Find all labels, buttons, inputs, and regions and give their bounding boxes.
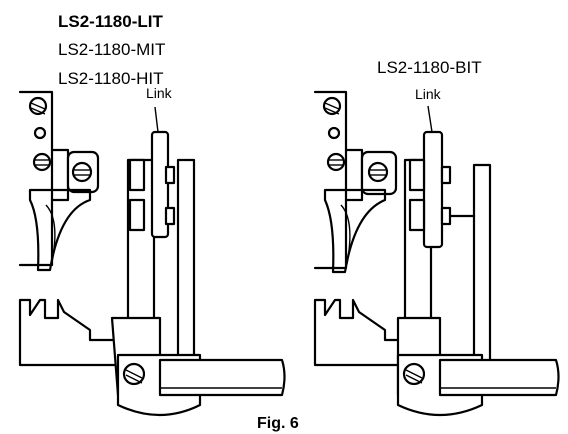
left-curved-foot (28, 188, 92, 272)
left-right-bar (176, 158, 196, 372)
link-callout-right: Link (415, 86, 441, 102)
right-top-screw (322, 96, 342, 116)
left-hub-screw (122, 362, 146, 386)
right-link-clip-bottom (440, 206, 452, 226)
model-label-lit: LS2-1180-LIT (58, 12, 163, 31)
left-top-screw (28, 96, 48, 116)
link-callout-left: Link (146, 85, 172, 101)
right-small-hole (327, 126, 341, 140)
right-assembly (313, 90, 560, 417)
left-clamp-screw (71, 161, 93, 183)
left-assembly (18, 90, 286, 417)
left-link-block-bottom (128, 198, 146, 232)
right-guide-block (344, 148, 364, 202)
right-right-bar (472, 163, 492, 372)
right-link-block-bottom (408, 198, 426, 232)
left-clamp-block (66, 150, 100, 194)
right-presser-plate (313, 90, 348, 270)
left-link-clip-top (164, 165, 176, 185)
left-presser-plate (18, 90, 54, 267)
left-mid-screw (32, 152, 52, 172)
left-link (150, 130, 170, 239)
left-link-clip-bottom (164, 206, 176, 226)
left-lower-plate (18, 298, 130, 367)
right-lower-plate (313, 298, 407, 367)
right-clamp-screw (367, 161, 389, 183)
left-small-hole (33, 126, 47, 140)
model-label-mit: LS2-1180-MIT (58, 40, 166, 59)
right-link-block-top (408, 158, 426, 192)
right-link (422, 130, 444, 249)
model-label-bit: LS2-1180-BIT (377, 58, 482, 77)
right-link-clip-top (440, 165, 452, 185)
left-guide-block (50, 148, 70, 202)
right-hub-screw (402, 362, 426, 386)
model-label-hit: LS2-1180-HIT (58, 69, 164, 88)
right-mid-screw (326, 152, 346, 172)
right-curved-foot (323, 188, 387, 274)
left-link-block-top (128, 158, 146, 192)
right-shaft (438, 358, 560, 397)
left-shaft (158, 358, 286, 397)
right-clamp-block (360, 150, 398, 196)
